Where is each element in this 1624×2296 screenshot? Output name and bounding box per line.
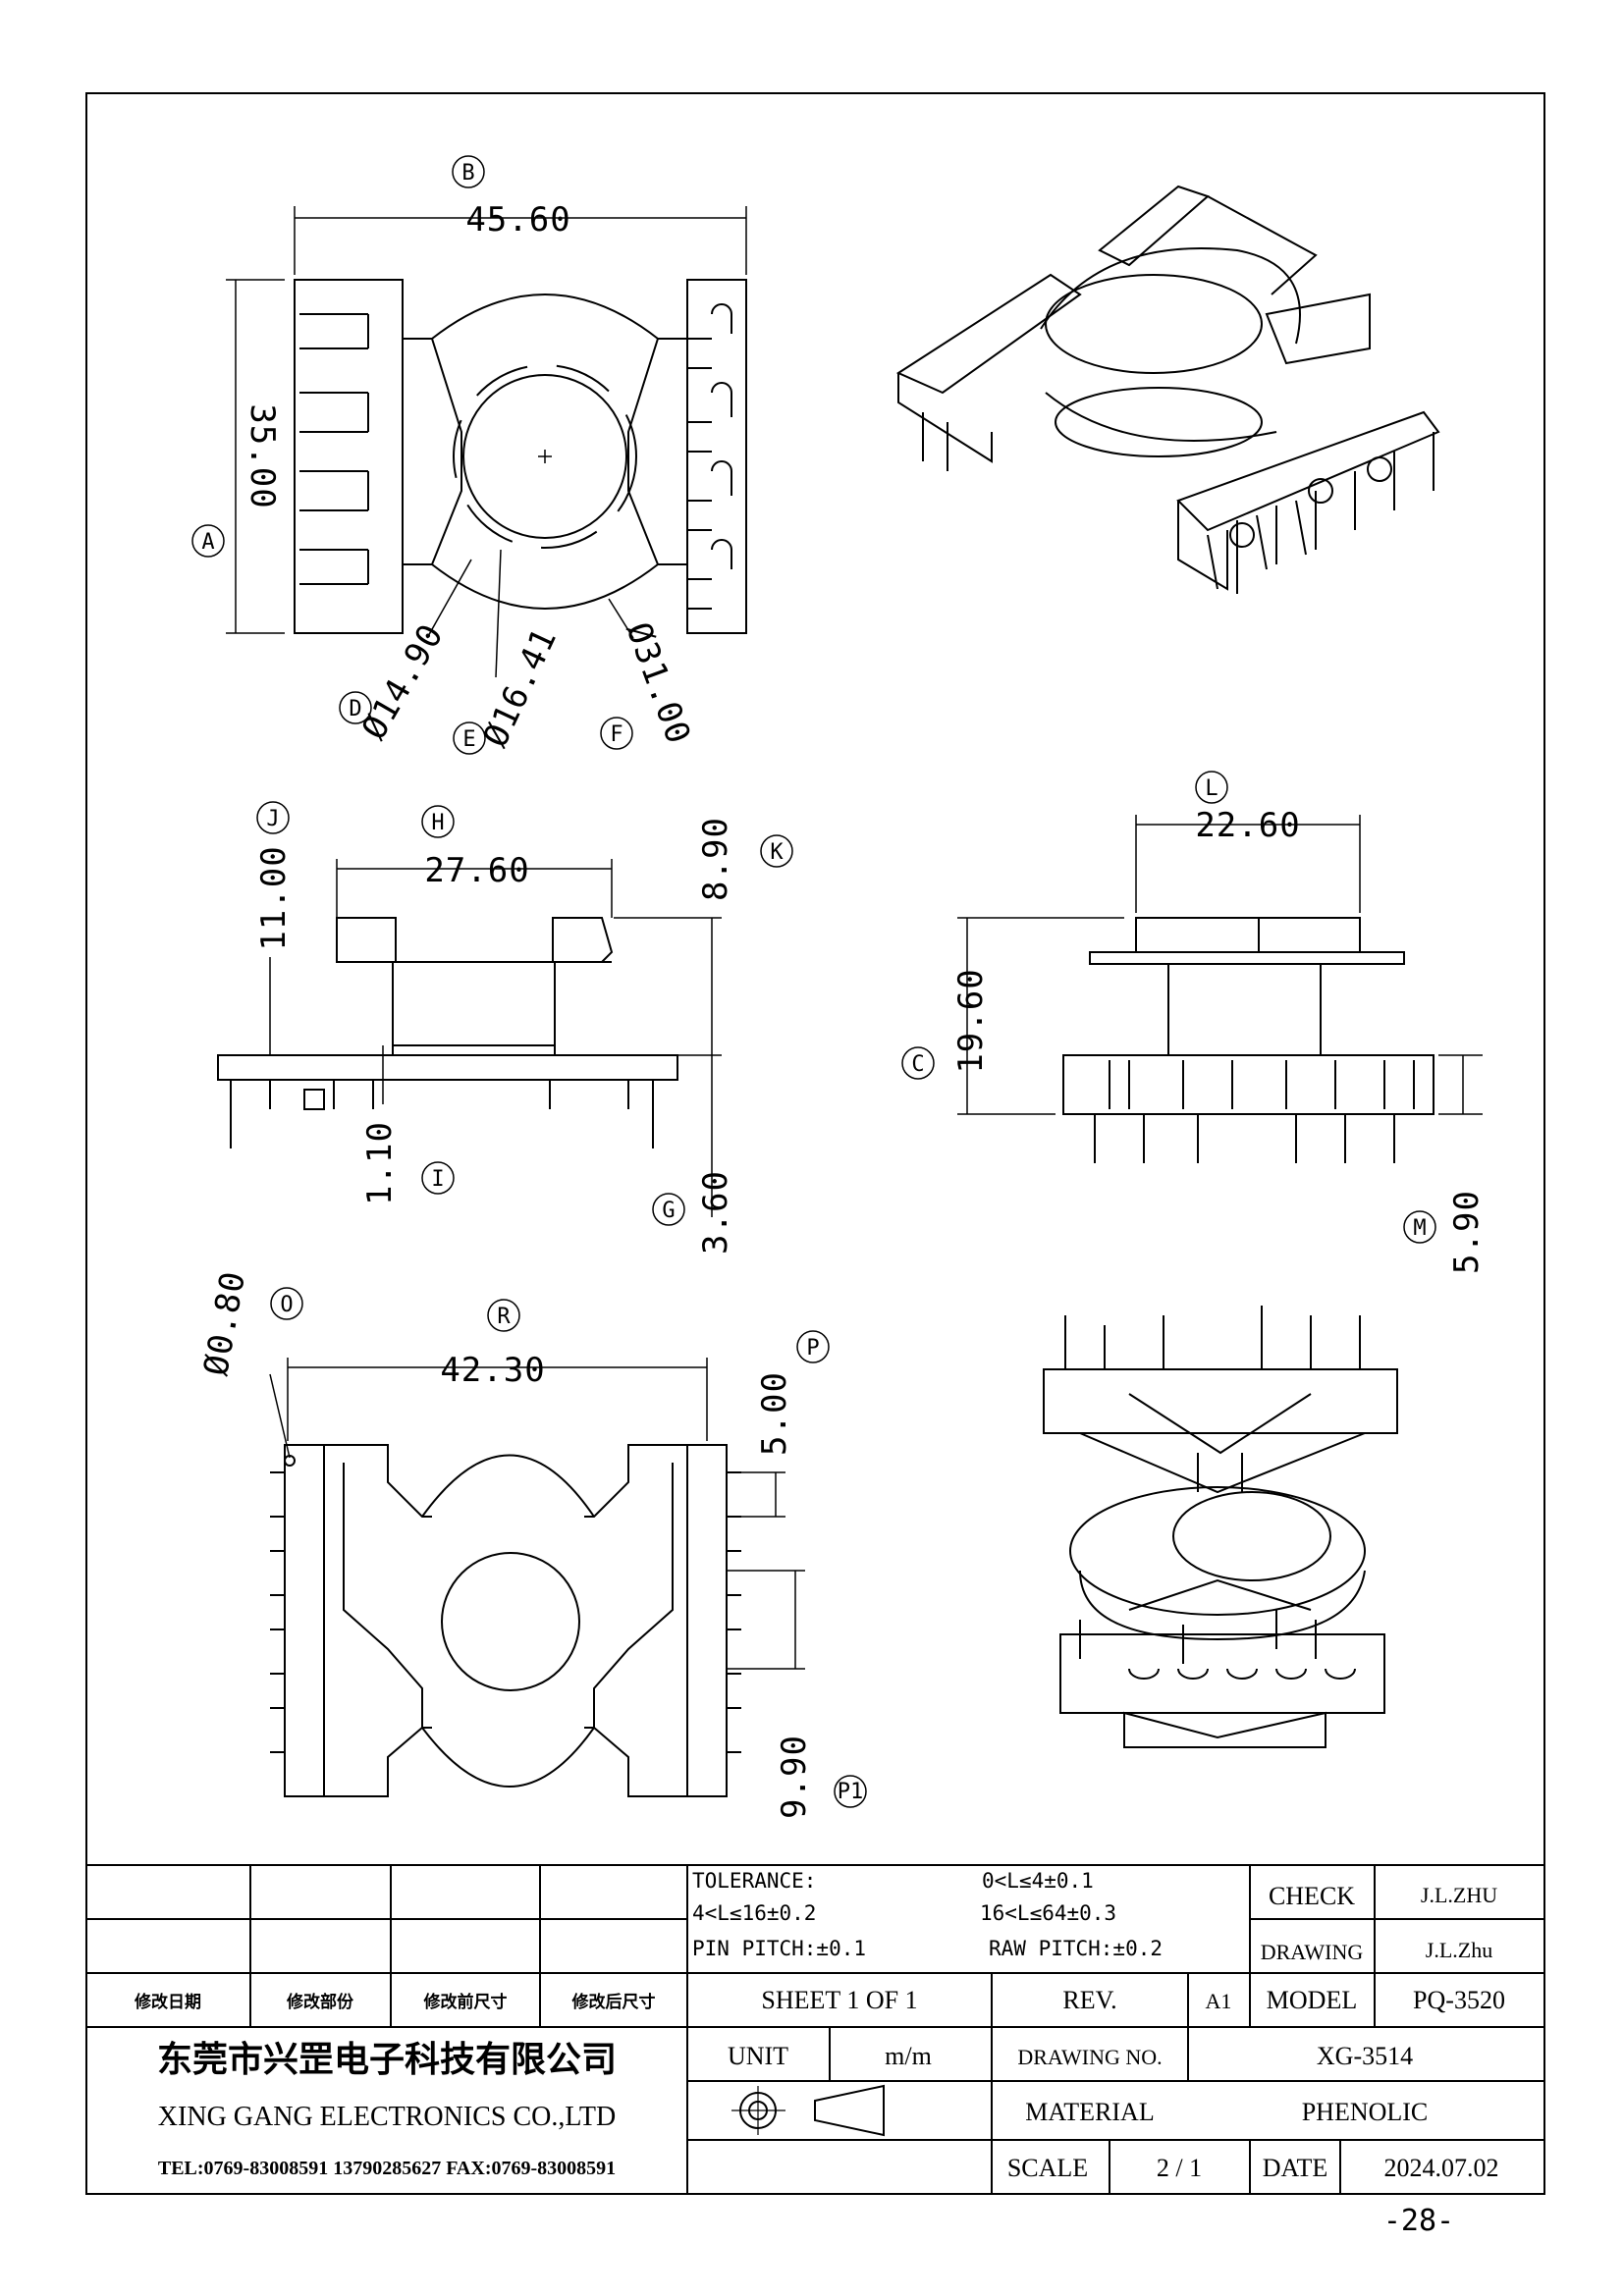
svg-text:H: H xyxy=(431,811,444,835)
dim-J: J 11.00 xyxy=(254,801,294,951)
svg-text:F: F xyxy=(610,722,623,747)
svg-text:1.10: 1.10 xyxy=(360,1121,400,1205)
drawing-no-label: DRAWING NO. xyxy=(1017,2045,1162,2069)
rev-header-date: 修改日期 xyxy=(134,1992,201,2012)
svg-text:P: P xyxy=(806,1336,819,1361)
model-label: MODEL xyxy=(1267,1986,1357,2014)
material-value: PHENOLIC xyxy=(1302,2098,1429,2126)
check-value: J.L.ZHU xyxy=(1421,1883,1497,1907)
dim-G: G 3.60 xyxy=(652,1170,735,1255)
dim-F: F Ø31.00 xyxy=(600,617,699,750)
svg-text:42.30: 42.30 xyxy=(440,1351,545,1390)
company-name-en: XING GANG ELECTRONICS CO.,LTD xyxy=(158,2102,616,2132)
dim-O: O Ø0.80 xyxy=(196,1268,303,1379)
svg-text:R: R xyxy=(497,1305,511,1329)
svg-text:3.60: 3.60 xyxy=(696,1170,735,1255)
svg-text:5.00: 5.00 xyxy=(755,1371,794,1456)
svg-text:B: B xyxy=(461,161,474,186)
svg-text:45.60: 45.60 xyxy=(465,200,570,240)
page-number: -28- xyxy=(1383,2204,1454,2238)
rev-header-part: 修改部份 xyxy=(286,1992,354,2012)
company-name-cn: 东莞市兴罡电子科技有限公司 xyxy=(157,2040,617,2080)
date-value: 2024.07.02 xyxy=(1384,2154,1499,2182)
tolerance-info: TOLERANCE: 0<L≤4±0.1 4<L≤16±0.2 16<L≤64±… xyxy=(692,1869,1163,1960)
svg-text:K: K xyxy=(770,840,784,865)
svg-text:O: O xyxy=(280,1293,293,1317)
svg-text:35.00: 35.00 xyxy=(243,403,282,508)
dim-C: C 19.60 xyxy=(901,968,991,1080)
material-label: MATERIAL xyxy=(1025,2098,1154,2126)
svg-text:RAW PITCH:±0.2: RAW PITCH:±0.2 xyxy=(989,1937,1163,1960)
svg-text:C: C xyxy=(911,1052,924,1077)
dim-B: B 45.60 xyxy=(452,155,570,240)
title-block xyxy=(86,1864,1544,2194)
svg-text:27.60: 27.60 xyxy=(424,851,529,890)
svg-text:4<L≤16±0.2: 4<L≤16±0.2 xyxy=(692,1901,816,1925)
isometric-view-top xyxy=(895,185,1440,594)
company-contact: TEL:0769-83008591 13790285627 FAX:0769-8… xyxy=(158,2158,616,2179)
svg-text:Ø31.00: Ø31.00 xyxy=(619,617,699,750)
svg-text:M: M xyxy=(1413,1216,1426,1241)
svg-text:Ø16.41: Ø16.41 xyxy=(476,622,566,754)
svg-text:TOLERANCE:: TOLERANCE: xyxy=(692,1869,816,1893)
svg-text:8.90: 8.90 xyxy=(696,817,735,901)
drawing-no-value: XG-3514 xyxy=(1317,2042,1413,2070)
svg-text:0<L≤4±0.1: 0<L≤4±0.1 xyxy=(982,1869,1094,1893)
dim-K: K 8.90 xyxy=(696,817,793,901)
scale-label: SCALE xyxy=(1007,2154,1088,2182)
svg-text:A: A xyxy=(201,530,214,555)
unit-label: UNIT xyxy=(728,2042,788,2070)
dim-A: A 35.00 xyxy=(191,403,282,558)
rev-header-before: 修改前尺寸 xyxy=(423,1992,508,2012)
svg-text:E: E xyxy=(462,727,475,752)
svg-text:19.60: 19.60 xyxy=(951,968,991,1073)
rev-header-after: 修改后尺寸 xyxy=(571,1992,656,2012)
svg-text:16<L≤64±0.3: 16<L≤64±0.3 xyxy=(980,1901,1116,1925)
drawing-label: DRAWING xyxy=(1261,1940,1364,1964)
model-value: PQ-3520 xyxy=(1413,1986,1505,2014)
side-view-left xyxy=(217,859,722,1217)
rev-value: A1 xyxy=(1206,1989,1232,2013)
dim-I: I 1.10 xyxy=(360,1121,455,1205)
svg-text:5.90: 5.90 xyxy=(1447,1190,1487,1274)
svg-text:I: I xyxy=(431,1167,444,1192)
dim-P: P 5.00 xyxy=(755,1330,830,1456)
svg-text:PIN PITCH:±0.1: PIN PITCH:±0.1 xyxy=(692,1937,866,1960)
rev-label: REV. xyxy=(1062,1986,1116,2014)
dim-R: R 42.30 xyxy=(440,1299,545,1390)
svg-text:Ø14.90: Ø14.90 xyxy=(354,617,452,747)
front-view-right xyxy=(957,815,1483,1163)
svg-text:22.60: 22.60 xyxy=(1195,806,1300,845)
bottom-view xyxy=(269,1358,805,1797)
svg-text:9.90: 9.90 xyxy=(775,1735,814,1819)
check-label: CHECK xyxy=(1269,1882,1355,1910)
unit-value: m/m xyxy=(885,2042,932,2070)
drawing-value: J.L.Zhu xyxy=(1426,1938,1492,1962)
dim-M: M 5.90 xyxy=(1403,1190,1487,1274)
sheet-frame xyxy=(85,92,1545,2195)
top-view xyxy=(226,206,747,678)
svg-text:11.00: 11.00 xyxy=(254,845,294,950)
dim-H: H 27.60 xyxy=(421,805,529,890)
dim-L: L 22.60 xyxy=(1195,771,1300,845)
svg-text:D: D xyxy=(349,697,361,721)
svg-text:L: L xyxy=(1205,776,1218,801)
svg-text:G: G xyxy=(662,1199,675,1223)
svg-text:P1: P1 xyxy=(838,1780,864,1804)
date-label: DATE xyxy=(1263,2154,1327,2182)
dim-P1: P1 9.90 xyxy=(775,1735,867,1819)
sheet-info: SHEET 1 OF 1 xyxy=(761,1986,917,2014)
dim-E: E Ø16.41 xyxy=(453,622,566,755)
isometric-view-bottom xyxy=(1043,1306,1398,1748)
dim-D: D Ø14.90 xyxy=(339,617,452,747)
svg-text:J: J xyxy=(266,807,279,831)
scale-value: 2 / 1 xyxy=(1157,2154,1202,2182)
svg-text:Ø0.80: Ø0.80 xyxy=(196,1268,253,1379)
